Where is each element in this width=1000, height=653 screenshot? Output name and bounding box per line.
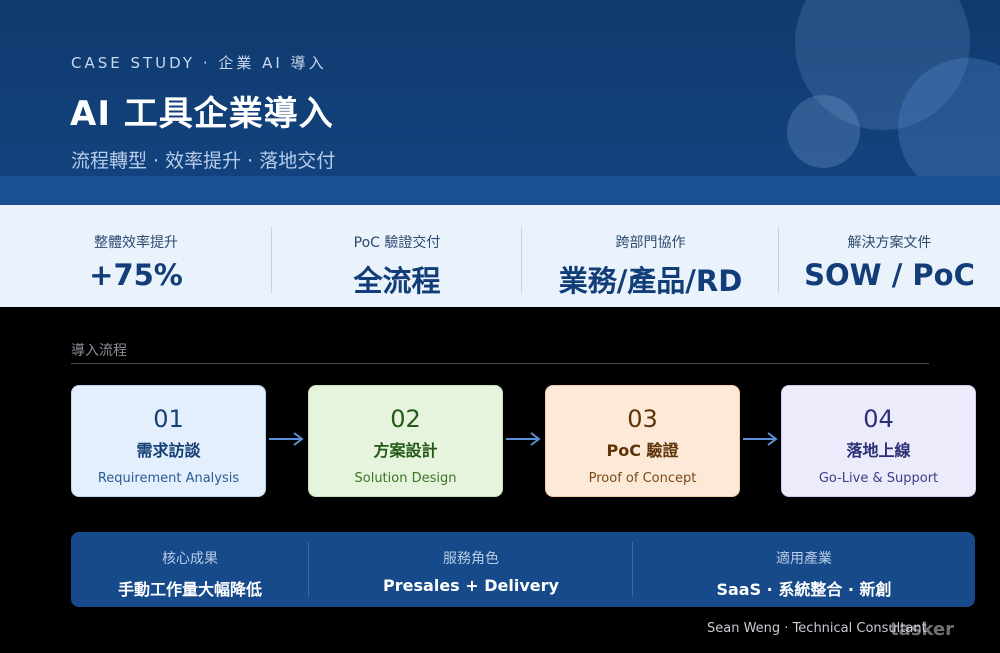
step-name: 方案設計: [373, 441, 438, 460]
step-english: Proof of Concept: [588, 471, 697, 486]
step-english: Requirement Analysis: [97, 471, 240, 486]
stat-label: 整體效率提升: [94, 235, 178, 251]
header-banner: CASE STUDY · 企業 AI 導入 AI 工具企業導入 流程轉型 · 效…: [0, 0, 1000, 205]
stat-label: 解決方案文件: [847, 235, 932, 251]
page-subtitle: 流程轉型 · 效率提升 · 落地交付: [71, 150, 336, 172]
step-english: Go-Live & Support: [818, 471, 939, 486]
summary-outcome: 核心成果 手動工作量大幅降低: [71, 532, 309, 607]
step-name: PoC 驗證: [606, 441, 679, 460]
step-number: 02: [390, 405, 421, 433]
eyebrow-label: CASE STUDY · 企業 AI 導入: [71, 54, 327, 72]
process-step-4: 04 落地上線 Go-Live & Support: [781, 385, 976, 497]
step-name: 需求訪談: [136, 441, 201, 460]
process-step-2: 02 方案設計 Solution Design: [308, 385, 503, 497]
summary-role: 服務角色 Presales + Delivery: [309, 532, 633, 607]
arrow-right-icon: [743, 432, 778, 446]
section-title: 導入流程: [71, 343, 127, 359]
process-step-1: 01 需求訪談 Requirement Analysis: [71, 385, 266, 497]
summary-value: Presales + Delivery: [383, 576, 559, 595]
step-name: 落地上線: [846, 441, 911, 460]
stat-efficiency: 整體效率提升 +75%: [0, 205, 272, 307]
summary-value: 手動工作量大幅降低: [117, 580, 262, 599]
step-number: 04: [863, 405, 894, 433]
process-step-3: 03 PoC 驗證 Proof of Concept: [545, 385, 740, 497]
divider: [632, 542, 633, 597]
summary-value: SaaS · 系統整合 · 新創: [716, 580, 892, 599]
stat-value: 業務/產品/RD: [558, 264, 743, 298]
stats-band: 整體效率提升 +75% PoC 驗證交付 全流程 跨部門協作 業務/產品/RD …: [0, 205, 1000, 307]
header-stripe: [0, 176, 1000, 205]
watermark-logo: tasker: [890, 619, 955, 640]
section-divider: [71, 363, 929, 364]
stat-label: PoC 驗證交付: [353, 235, 441, 251]
summary-label: 適用產業: [776, 551, 832, 567]
summary-industry: 適用產業 SaaS · 系統整合 · 新創: [633, 532, 975, 607]
summary-bar: 核心成果 手動工作量大幅降低 服務角色 Presales + Delivery …: [71, 532, 975, 607]
arrow-right-icon: [269, 432, 304, 446]
step-number: 01: [153, 405, 184, 433]
divider: [778, 227, 779, 293]
decor-circle: [898, 58, 1000, 198]
divider: [271, 227, 272, 293]
divider: [521, 227, 522, 293]
stat-label: 跨部門協作: [615, 235, 686, 251]
stat-value: +75%: [89, 258, 183, 292]
summary-label: 核心成果: [162, 551, 218, 567]
stat-documents: 解決方案文件 SOW / PoC: [779, 205, 1000, 307]
decor-circle: [787, 95, 860, 168]
stat-collaboration: 跨部門協作 業務/產品/RD: [522, 205, 779, 307]
stat-value: 全流程: [353, 264, 441, 298]
step-number: 03: [627, 405, 658, 433]
stat-value: SOW / PoC: [804, 258, 975, 292]
step-english: Solution Design: [354, 471, 457, 486]
stat-poc: PoC 驗證交付 全流程: [272, 205, 522, 307]
page-title: AI 工具企業導入: [70, 94, 334, 134]
divider: [308, 542, 309, 597]
arrow-right-icon: [506, 432, 541, 446]
footer-credit: Sean Weng · Technical Consultant: [707, 621, 927, 636]
summary-label: 服務角色: [443, 551, 499, 567]
